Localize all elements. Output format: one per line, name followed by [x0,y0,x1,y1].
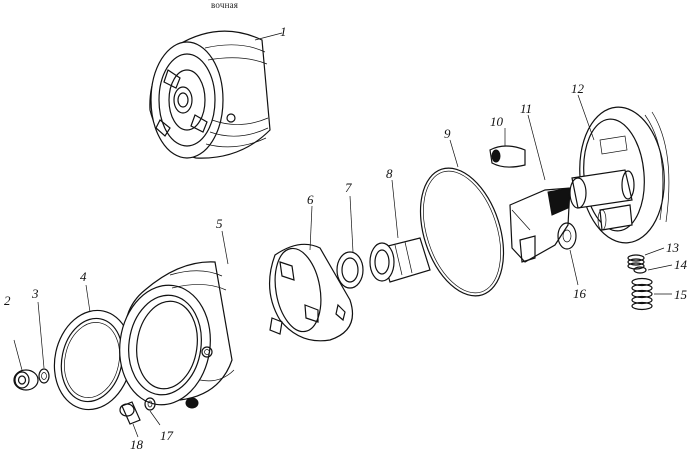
callout-5: 5 [216,216,223,231]
part-18-screw [119,401,141,438]
part-13-small-spring [627,247,665,270]
part-3-washer [37,301,50,384]
callout-15: 15 [674,287,688,302]
callout-labels: 1 2 3 4 5 6 7 8 9 10 11 12 13 14 15 16 1… [4,24,688,452]
part-1-assembled-chuck [149,30,283,159]
part-4-ring [53,284,133,411]
part-5-housing [119,230,235,409]
callout-17: 17 [160,428,174,443]
part-10-jaw-segment [489,128,526,168]
part-6-jaw-plate [268,205,354,342]
callout-12: 12 [571,81,585,96]
callout-16: 16 [573,286,587,301]
part-16-washer [557,222,579,286]
callout-4: 4 [80,269,87,284]
figure-caption-fragment: вочная [211,0,239,10]
part-2-nut [13,339,39,391]
callout-11: 11 [520,101,532,116]
callout-9: 9 [444,126,451,141]
callout-13: 13 [666,240,680,255]
callout-14: 14 [674,257,688,272]
part-8-bushing [369,179,431,283]
callout-1: 1 [280,24,287,39]
callout-8: 8 [386,166,393,181]
callout-2: 2 [4,293,11,308]
part-14-spring-cap [633,264,673,274]
callout-18: 18 [130,437,144,452]
callout-10: 10 [490,114,504,129]
callout-6: 6 [307,192,314,207]
callout-7: 7 [345,180,352,195]
part-17-washer [144,397,161,426]
callout-3: 3 [31,286,39,301]
part-7-bearing-ring [336,195,364,289]
part-9-o-ring [419,139,505,297]
part-11-wedge-hook [509,114,571,263]
part-12-back-plate [569,94,670,244]
part-15-large-spring [631,277,672,311]
